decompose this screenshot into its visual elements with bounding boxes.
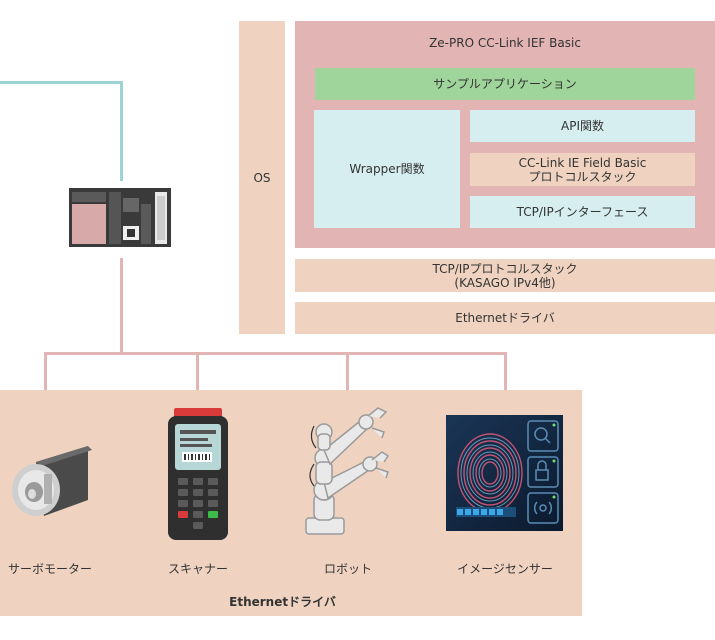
network-line-pink-horizontal: [44, 352, 507, 355]
tcpip-protocol-stack-box: TCP/IPプロトコルスタック (KASAGO IPv4他): [295, 259, 715, 292]
sample-application-box: サンプルアプリケーション: [315, 68, 695, 100]
network-drop-4: [504, 352, 507, 390]
os-layer: OS: [239, 21, 285, 334]
os-label: OS: [253, 170, 271, 185]
network-drop-3: [346, 352, 349, 390]
network-drop-1: [44, 352, 47, 390]
device-label-image-sensor: イメージセンサー: [457, 562, 553, 576]
network-line-pink-vertical: [120, 258, 123, 354]
devices-ethernet-driver-label: Ethernetドライバ: [229, 595, 336, 609]
device-label-robot: ロボット: [323, 562, 372, 576]
servo-motor-icon: [8, 440, 92, 520]
plc-controller-icon: [69, 188, 171, 247]
ethernet-driver-stack-box: Ethernetドライバ: [295, 302, 715, 334]
robot-arm-icon: [302, 402, 394, 538]
cclink-protocol-stack-box: CC-Link IE Field Basic プロトコルスタック: [470, 153, 695, 186]
ze-pro-title: Ze-PRO CC-Link IEF Basic: [429, 36, 581, 50]
image-sensor-icon: [446, 415, 563, 531]
network-drop-2: [196, 352, 199, 390]
device-label-scanner: スキャナー: [167, 562, 228, 576]
api-function-box: API関数: [470, 110, 695, 142]
scanner-icon: [168, 408, 228, 540]
tcpip-interface-box: TCP/IPインターフェース: [470, 196, 695, 228]
wrapper-function-box: Wrapper関数: [314, 110, 460, 228]
network-line-cyan-horizontal: [0, 81, 123, 84]
device-label-servo: サーボモーター: [7, 562, 92, 576]
network-line-cyan-vertical: [120, 81, 123, 181]
